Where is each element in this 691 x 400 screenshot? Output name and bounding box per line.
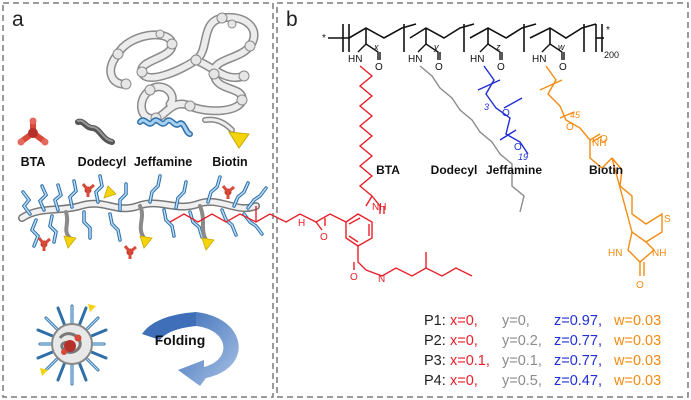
biotin-atoms: O 45 NH O S HN NH O <box>566 110 671 291</box>
panel-a-frame <box>2 2 274 398</box>
polymer-backbone <box>328 23 604 52</box>
composition-w: w=0.03 <box>613 353 661 369</box>
legend-jeffamine-icon <box>137 117 193 137</box>
legend-dodecyl-label: Dodecyl <box>78 155 127 169</box>
composition-name: P1: <box>424 313 446 329</box>
biotin-hn-left: HN <box>608 248 622 259</box>
composition-z: z=0.77, <box>554 333 602 349</box>
backbone-x-subscript: x <box>373 42 379 52</box>
legend-jeffamine-label: Jeffamine <box>134 155 192 169</box>
bta-h-left: H <box>298 218 305 229</box>
jeffamine-atoms: O O 3 19 <box>484 102 528 162</box>
bta-n-bottom: N <box>378 274 385 285</box>
composition-row-p2: P2: x=0, y=0.2, z=0.77, w=0.03 <box>424 333 661 349</box>
biotin-sub-45: 45 <box>570 110 581 120</box>
composition-name: P4: <box>424 373 446 389</box>
biotin-label: Biotin <box>589 163 623 177</box>
atom-hn-bta: HN <box>348 54 362 65</box>
composition-z: z=0.47, <box>554 373 602 389</box>
legend-bta-label: BTA <box>21 155 46 169</box>
backbone-star-left: * <box>322 33 326 44</box>
biotin-chain <box>539 65 663 276</box>
dodecyl-chain <box>419 65 525 213</box>
composition-y: y=0.1, <box>502 353 542 369</box>
legend-biotin-icon <box>202 116 250 149</box>
composition-y: y=0, <box>502 313 530 329</box>
composition-row-p4: P4: x=0, y=0.5, z=0.47, w=0.03 <box>424 373 661 389</box>
jeffamine-o-2: O <box>514 142 522 153</box>
composition-w: w=0.03 <box>613 313 661 329</box>
composition-y: y=0.2, <box>502 333 542 349</box>
panel-b-letter: b <box>286 8 298 31</box>
biotin-o-peg: O <box>566 122 574 133</box>
atom-o-biotin: O <box>559 62 567 73</box>
composition-x: x=0, <box>450 313 478 329</box>
atom-hn-dodecyl: HN <box>408 54 422 65</box>
backbone-z-subscript: z <box>495 42 501 52</box>
legend-bta-icon <box>17 117 49 146</box>
biotin-o-amide: O <box>600 134 608 145</box>
bta-label: BTA <box>376 163 400 177</box>
bta-o-left: O <box>320 232 328 243</box>
legend-dodecyl-icon <box>75 118 115 145</box>
dodecyl-label: Dodecyl <box>431 163 478 177</box>
composition-x: x=0.1, <box>450 353 490 369</box>
extended-polymer-illustration <box>18 174 268 259</box>
backbone-star-right: * <box>606 25 610 36</box>
composition-table: P1: x=0, y=0, z=0.97, w=0.03 P2: x=0, y=… <box>424 313 661 389</box>
composition-w: w=0.03 <box>613 373 661 389</box>
panel-a: a <box>12 8 268 386</box>
jeffamine-label: Jeffamine <box>486 163 542 177</box>
folding-label: Folding <box>155 332 206 348</box>
legend-biotin-label: Biotin <box>212 155 247 169</box>
panel-b-frame <box>276 2 689 398</box>
atom-o-jeffamine: O <box>497 62 505 73</box>
composition-w: w=0.03 <box>613 333 661 349</box>
polymer-coil-illustration <box>106 12 259 124</box>
folding-arrow <box>142 312 239 386</box>
folded-particle-illustration <box>36 304 108 386</box>
atom-hn-biotin: HN <box>532 54 546 65</box>
bta-o-bottom: O <box>350 272 358 283</box>
composition-name: P2: <box>424 333 446 349</box>
composition-z: z=0.97, <box>554 313 602 329</box>
amide-groups <box>357 43 565 60</box>
bta-chain <box>169 65 473 277</box>
composition-y: y=0.5, <box>502 373 542 389</box>
biotin-o-urea: O <box>636 280 644 291</box>
backbone-w-subscript: w <box>558 42 565 52</box>
composition-name: P3: <box>424 353 446 369</box>
biotin-nh-right: NH <box>652 248 666 259</box>
backbone-n-subscript: 200 <box>604 50 619 60</box>
jeffamine-o-1: O <box>502 108 510 119</box>
composition-row-p1: P1: x=0, y=0, z=0.97, w=0.03 <box>424 313 661 329</box>
atom-n-jeffamine: HN <box>470 54 484 65</box>
composition-row-p3: P3: x=0.1, y=0.1, z=0.77, w=0.03 <box>424 353 661 369</box>
biotin-nh-link: NH <box>592 138 606 149</box>
atom-o-bta: O <box>375 62 383 73</box>
jeffamine-sub-19: 19 <box>518 152 528 162</box>
bta-atoms: NH O O H N <box>298 202 386 285</box>
composition-x: x=0, <box>450 333 478 349</box>
bta-nh-top: NH <box>372 202 386 213</box>
atom-o-dodecyl: O <box>435 62 443 73</box>
panel-a-letter: a <box>12 8 24 31</box>
panel-b: b * * x y z w 200 <box>169 8 671 389</box>
composition-z: z=0.77, <box>554 353 602 369</box>
jeffamine-chain <box>477 65 529 155</box>
biotin-s: S <box>664 214 671 225</box>
backbone-y-subscript: y <box>433 42 439 52</box>
composition-x: x=0, <box>450 373 478 389</box>
jeffamine-sub-3: 3 <box>484 102 489 112</box>
